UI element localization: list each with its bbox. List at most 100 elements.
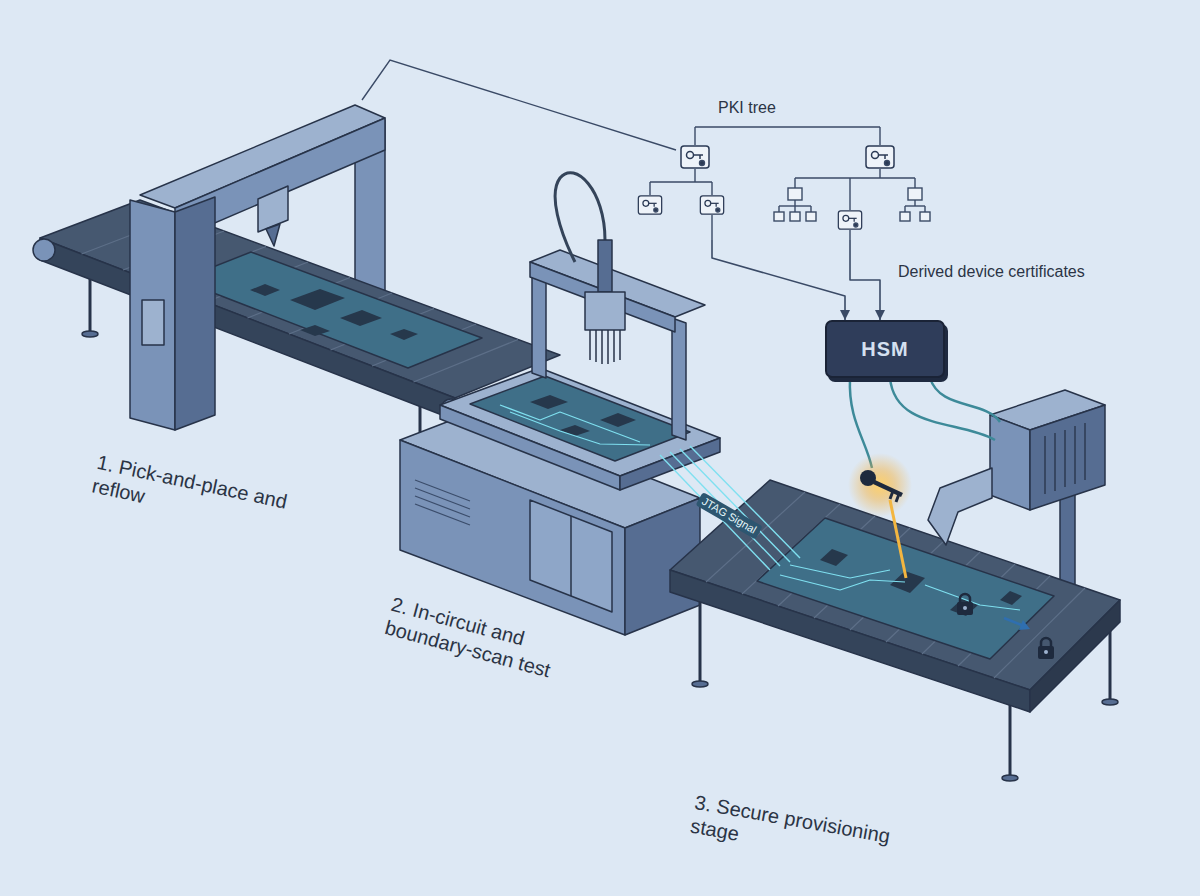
stage2-machine — [415, 504, 470, 525]
stage1-machine — [390, 329, 418, 340]
stage-label: 3. Secure provisioning stage — [689, 790, 904, 874]
pki-tree-figure — [638, 127, 930, 240]
pki-tree-group: PKI tree — [615, 95, 945, 240]
stage3-machine — [1064, 430, 1065, 487]
pki-tree-figure — [649, 182, 650, 195]
stage3-machine — [990, 415, 1030, 510]
pki-tree-figure — [694, 127, 695, 145]
hsm-label: HSM — [861, 338, 908, 361]
key-icon — [890, 491, 893, 499]
stage2-machine — [598, 240, 612, 292]
stage1-machine — [340, 310, 382, 326]
stage3-machine — [1030, 600, 1120, 712]
stage3-machine — [699, 590, 702, 682]
stage-label: 1. Pick-and-place and reflow — [90, 450, 296, 539]
jtag-traces — [660, 446, 800, 570]
pki-tree-figure — [774, 212, 784, 221]
stage1-machine — [130, 200, 175, 430]
key-icon — [874, 482, 902, 495]
pki-tree-figure — [794, 200, 795, 206]
stage1-machine — [290, 289, 345, 310]
stage3-machine — [670, 390, 1120, 781]
lock-icon — [957, 594, 1054, 659]
stage1-machine — [300, 325, 330, 336]
stage2-machine — [595, 330, 597, 362]
stage3-machine — [780, 575, 905, 590]
jtag-traces — [680, 449, 790, 562]
pki-tree-figure — [806, 212, 816, 221]
stage3-machine — [928, 468, 992, 545]
stage3-machine — [1002, 775, 1018, 781]
pki-tree-figure — [788, 188, 802, 200]
key-icon — [848, 453, 912, 517]
pki-tree-figure — [924, 206, 925, 212]
stage1-machine — [33, 239, 55, 261]
jtag-traces — [670, 452, 780, 566]
stage2-machine — [570, 516, 572, 596]
stage2-machine — [600, 413, 636, 427]
stage3-machine — [1030, 405, 1105, 510]
pki-tree-figure — [838, 211, 861, 229]
stage1-machine — [266, 224, 280, 246]
stage2-machine — [589, 330, 591, 360]
stage3-machine — [820, 549, 1022, 616]
stage2-machine — [415, 496, 470, 517]
key-icon — [896, 494, 899, 502]
pki-tree-figure — [905, 205, 925, 206]
pki-tree-figure — [810, 206, 811, 212]
stage2-machine — [415, 480, 470, 501]
pki-tree-figure — [914, 178, 915, 188]
stage2-machine — [585, 292, 625, 330]
stage3-machine — [1054, 433, 1055, 491]
pki-tree-figure — [879, 127, 880, 145]
hsm-cable — [930, 378, 1000, 422]
connector-arrow — [850, 240, 880, 320]
stage3-machine — [1044, 436, 1045, 494]
pki-tree-figure — [849, 178, 850, 210]
stage2-machine — [619, 330, 621, 360]
pki-tree-figure — [638, 196, 661, 214]
pki-tree-figure — [794, 178, 795, 188]
stage3-machine — [780, 565, 1020, 610]
stage2-machine — [530, 395, 636, 436]
stage1-machine — [250, 284, 418, 340]
pki-tree-figure — [681, 146, 709, 168]
stage2-machine — [532, 274, 546, 378]
stage1-machine — [142, 300, 164, 345]
stage1-machine — [180, 252, 482, 368]
stage3-machine — [1009, 705, 1012, 776]
stage2-machine — [613, 330, 615, 362]
stage2-machine — [607, 330, 609, 364]
pki-tree-figure — [650, 181, 712, 182]
stage2-machine — [601, 330, 603, 364]
stage3-machine — [820, 549, 848, 566]
leader-line — [362, 60, 676, 150]
exit-arrow — [1004, 618, 1030, 630]
stage2-machine — [530, 500, 612, 612]
stage-label: 2. In-circuit and boundary-scan test — [383, 592, 618, 698]
stage2-machine — [500, 405, 650, 445]
leader-line — [362, 60, 676, 150]
stage2-machine — [560, 425, 590, 436]
hsm-cable — [850, 378, 872, 468]
stage3-machine — [1102, 699, 1118, 705]
stage3-machine — [1000, 591, 1022, 605]
pki-tree-figure — [711, 215, 712, 240]
stage3-machine — [1084, 423, 1085, 480]
tree-heading: PKI tree — [718, 99, 776, 117]
stage1-machine — [82, 331, 98, 337]
stage3-machine — [757, 518, 1054, 659]
pki-tree-figure — [694, 169, 695, 182]
stage3-machine — [1045, 423, 1085, 494]
pki-tree-figure — [711, 182, 712, 195]
stage1-machine — [40, 200, 560, 398]
stage2-machine — [470, 376, 690, 461]
stage3-machine — [692, 681, 708, 687]
exit-arrow — [1004, 618, 1024, 626]
connector-arrow — [712, 240, 845, 320]
pki-tree-figure — [790, 212, 800, 221]
pki-tree-figure — [879, 169, 880, 178]
pki-tree-figure — [866, 146, 894, 168]
